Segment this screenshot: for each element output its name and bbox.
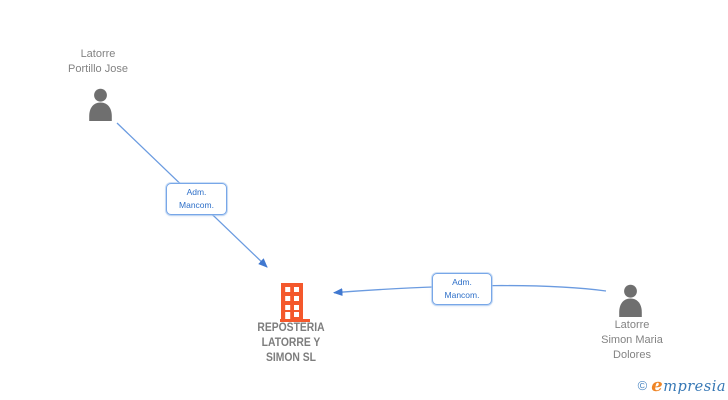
person-icon[interactable] xyxy=(87,88,114,121)
person-icon[interactable] xyxy=(617,284,644,317)
copyright-icon: © xyxy=(637,378,648,393)
edge-line-adm-mancom-2 xyxy=(333,284,607,297)
empresia-wordmark: empresia xyxy=(651,375,726,396)
brand-rest: mpresia xyxy=(663,379,726,395)
node-label-latorre-portillo-jose[interactable]: Latorre Portillo Jose xyxy=(68,48,128,75)
node-label-latorre-simon-maria-dolores[interactable]: Latorre Simon Maria Dolores xyxy=(601,319,663,361)
edge-label-adm-mancom-2[interactable]: Adm. Mancom. xyxy=(432,273,492,305)
brand-letter-e: e xyxy=(651,375,664,396)
edge-label-adm-mancom-1[interactable]: Adm. Mancom. xyxy=(166,183,227,215)
node-label-reposteria-latorre-y-simon-sl[interactable]: REPOSTERIA LATORRE Y SIMON SL xyxy=(257,322,325,364)
empresia-logo[interactable]: © empresia xyxy=(638,375,726,396)
building-icon[interactable] xyxy=(280,283,310,322)
